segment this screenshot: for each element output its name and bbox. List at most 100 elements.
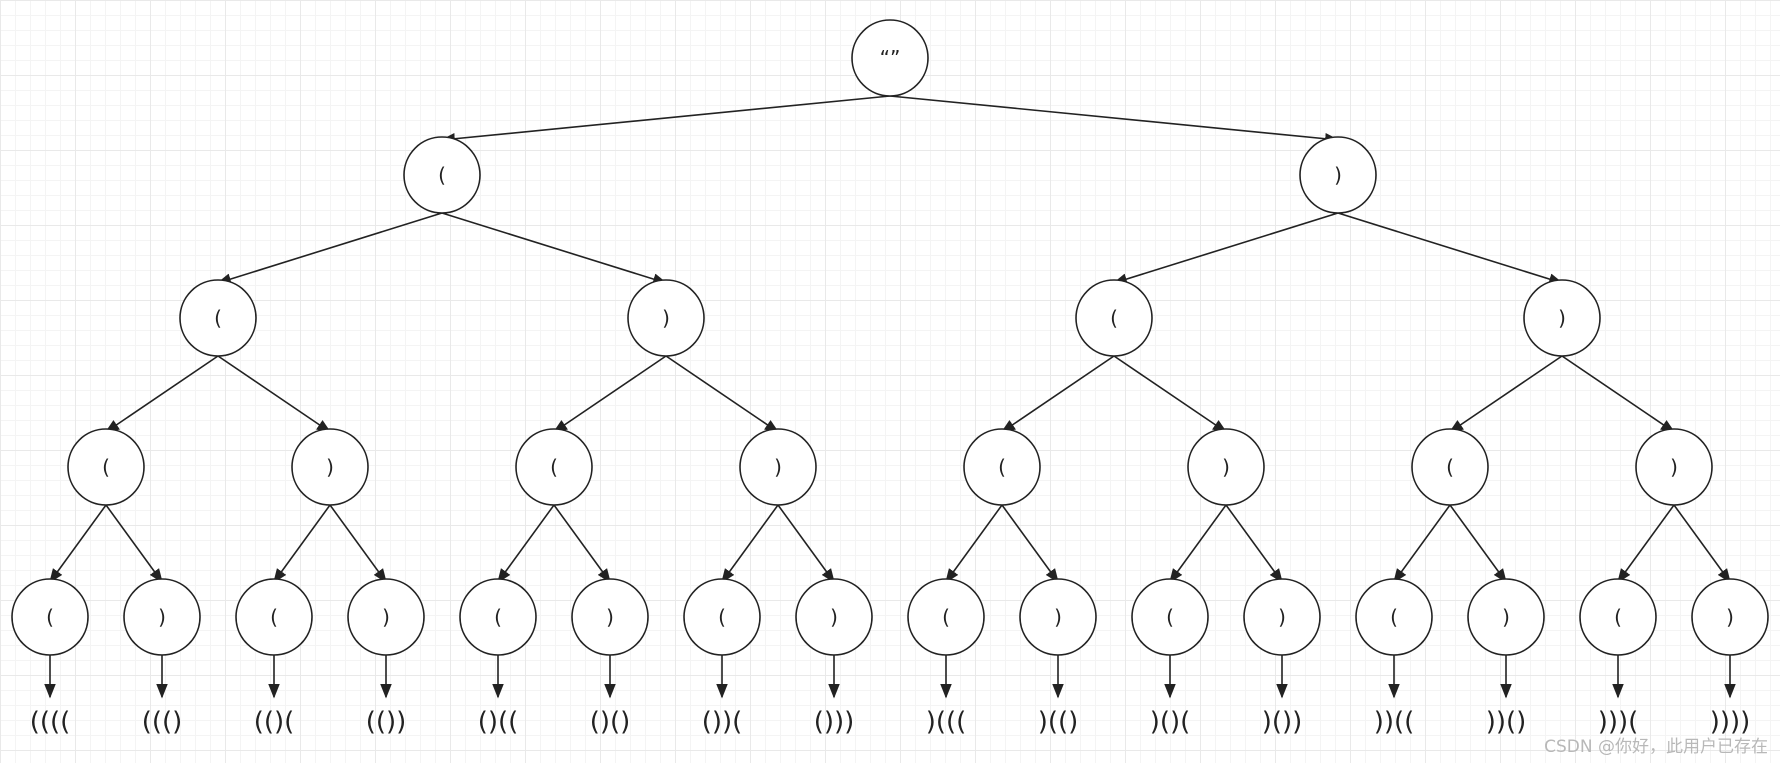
node-circle — [515, 428, 593, 506]
node-label: “” — [880, 46, 901, 70]
node-label: ) — [326, 455, 334, 479]
result-label: ())) — [814, 707, 855, 737]
result-label: )))( — [1598, 707, 1639, 737]
node-label: ( — [46, 605, 54, 629]
node-label: ) — [158, 605, 166, 629]
nodes-layer: ()(())(()(()))(()(())(()(())))“” — [11, 19, 1769, 656]
tree-edge-arrow — [217, 355, 332, 433]
node-circle — [1187, 428, 1265, 506]
node-label: ) — [830, 605, 838, 629]
tree-edge-arrow — [1169, 504, 1227, 584]
result-label: (((( — [30, 707, 71, 737]
node-label: ) — [1054, 605, 1062, 629]
result-label: )(() — [1038, 707, 1079, 737]
tree-node: ) — [571, 578, 649, 656]
tree-edge-arrow — [553, 504, 611, 584]
tree-edge-arrow — [777, 504, 835, 584]
tree-node: ( — [683, 578, 761, 656]
tree-node: ) — [1467, 578, 1545, 656]
result-label: ())( — [702, 707, 743, 737]
node-circle — [403, 136, 481, 214]
tree-node: ) — [291, 428, 369, 506]
tree-node: ( — [403, 136, 481, 214]
result-label: ()() — [590, 707, 631, 737]
tree-node: ) — [1019, 578, 1097, 656]
node-label: ) — [1502, 605, 1510, 629]
node-label: ( — [1614, 605, 1622, 629]
node-circle — [739, 428, 817, 506]
node-label: ( — [494, 605, 502, 629]
tree-edge-arrow — [721, 504, 779, 584]
node-label: ) — [662, 306, 670, 330]
tree-node: ) — [1523, 279, 1601, 357]
tree-edge-arrow — [1000, 355, 1115, 433]
result-label: ((() — [142, 707, 183, 737]
tree-edge-arrow — [1001, 504, 1059, 584]
tree-edge-arrow — [1561, 355, 1676, 433]
result-label: ))() — [1486, 707, 1527, 737]
tree-edge-arrow — [1225, 504, 1283, 584]
node-label: ( — [1166, 605, 1174, 629]
tree-edge-arrow — [49, 504, 107, 584]
node-label: ) — [1558, 306, 1566, 330]
tree-node: “” — [851, 19, 929, 97]
tree-edge-arrow — [665, 355, 780, 433]
node-label: ( — [942, 605, 950, 629]
node-label: ( — [718, 605, 726, 629]
tree-node: ( — [1075, 279, 1153, 357]
tree-node: ) — [795, 578, 873, 656]
tree-edge-arrow — [441, 212, 668, 285]
node-label: ( — [998, 455, 1006, 479]
tree-node: ) — [627, 279, 705, 357]
node-label: ( — [214, 306, 222, 330]
result-label: (()) — [366, 707, 407, 737]
node-circle — [1635, 428, 1713, 506]
node-circle — [1523, 279, 1601, 357]
tree-node: ) — [123, 578, 201, 656]
result-label: (()( — [254, 707, 295, 737]
node-label: ) — [1278, 605, 1286, 629]
tree-node: ) — [1243, 578, 1321, 656]
tree-edge-arrow — [216, 212, 443, 285]
tree-edge-arrow — [273, 504, 331, 584]
tree-edge-arrow — [1449, 504, 1507, 584]
node-circle — [963, 428, 1041, 506]
node-label: ) — [774, 455, 782, 479]
node-circle — [291, 428, 369, 506]
tree-node: ( — [1131, 578, 1209, 656]
tree-node: ) — [1635, 428, 1713, 506]
tree-edge-arrow — [1337, 212, 1564, 285]
result-label: )((( — [926, 707, 967, 737]
tree-node: ( — [1355, 578, 1433, 656]
node-label: ) — [1334, 163, 1342, 187]
tree-edge-arrow — [497, 504, 555, 584]
tree-node: ) — [1299, 136, 1377, 214]
node-label: ( — [102, 455, 110, 479]
tree-edge-arrow — [440, 95, 891, 145]
node-label: ) — [1670, 455, 1678, 479]
node-label: ) — [1222, 455, 1230, 479]
tree-edge-arrow — [104, 355, 219, 433]
tree-node: ( — [67, 428, 145, 506]
tree-node: ) — [739, 428, 817, 506]
watermark: CSDN @你好，此用户已存在 — [1544, 737, 1768, 757]
tree-node: ( — [907, 578, 985, 656]
tree-edge-arrow — [105, 504, 163, 584]
node-label: ( — [270, 605, 278, 629]
tree-edge-arrow — [1448, 355, 1563, 433]
node-circle — [1299, 136, 1377, 214]
result-label: )()) — [1262, 707, 1303, 737]
tree-edge-arrow — [1617, 504, 1675, 584]
node-label: ) — [382, 605, 390, 629]
tree-edge-arrow — [889, 95, 1340, 145]
tree-node: ( — [1411, 428, 1489, 506]
node-label: ( — [1110, 306, 1118, 330]
result-label: )))) — [1710, 707, 1751, 737]
result-label: ()(( — [478, 707, 519, 737]
node-circle — [1411, 428, 1489, 506]
result-label: ))(( — [1374, 707, 1415, 737]
node-label: ) — [606, 605, 614, 629]
result-label: )()( — [1150, 707, 1191, 737]
tree-edge-arrow — [1113, 355, 1228, 433]
node-circle — [67, 428, 145, 506]
